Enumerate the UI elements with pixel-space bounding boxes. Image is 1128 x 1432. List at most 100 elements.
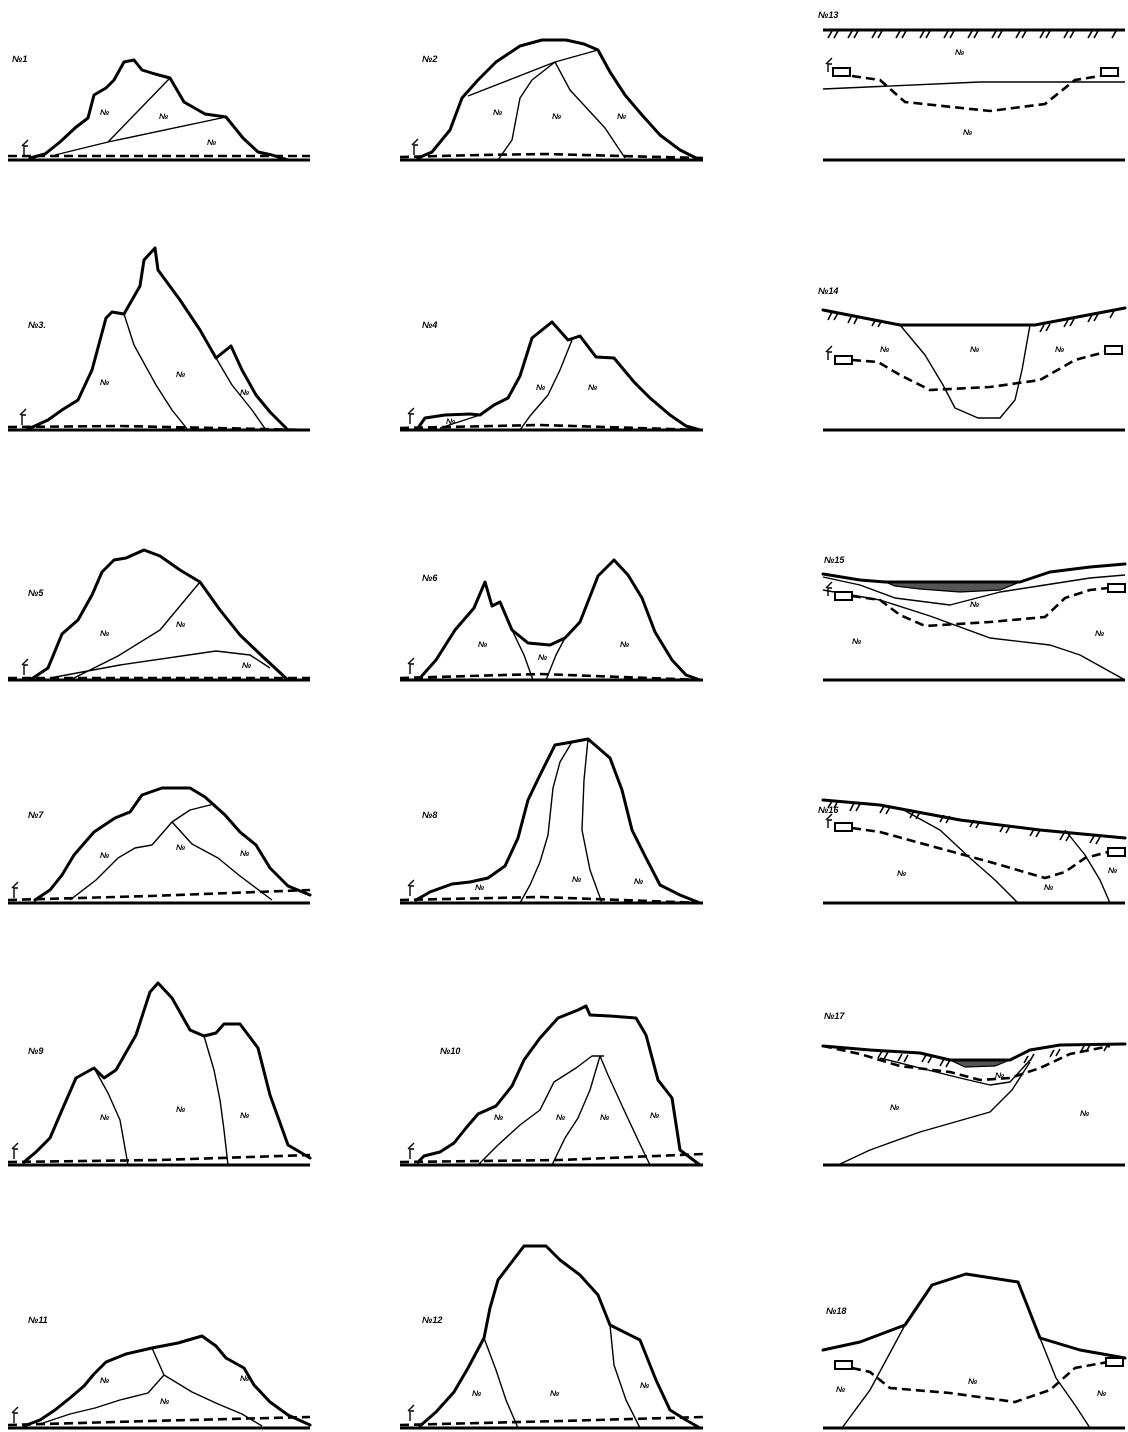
terrain-profile xyxy=(33,786,312,902)
layer-label: № xyxy=(572,875,582,884)
layer-label: № xyxy=(160,1397,170,1406)
layer-label: № xyxy=(446,417,456,426)
section-title: №7 xyxy=(28,810,44,820)
well-icon xyxy=(834,591,853,601)
layer-label: № xyxy=(963,128,973,137)
layer-boundary xyxy=(841,1324,906,1429)
ground-surface xyxy=(821,798,1127,840)
layer-boundary xyxy=(215,357,267,431)
section-1: №1 № № № xyxy=(8,54,310,162)
layer-label: № xyxy=(538,653,548,662)
section-title: №3. xyxy=(28,320,46,330)
section-title: №6 xyxy=(422,573,438,583)
layer-boundary xyxy=(203,1035,229,1166)
layer-boundary xyxy=(899,807,1019,904)
benchmark-icon xyxy=(11,881,19,898)
layer-boundary xyxy=(545,637,566,681)
benchmark-icon xyxy=(21,139,29,156)
benchmark-icon xyxy=(407,407,415,424)
layer-label: № xyxy=(634,877,644,886)
layer-label: № xyxy=(1095,629,1105,638)
well-icon xyxy=(834,822,853,832)
benchmark-icon xyxy=(11,1142,19,1159)
benchmark-icon xyxy=(11,1406,19,1423)
water-table xyxy=(399,895,704,905)
water-table xyxy=(399,423,704,432)
well-icon xyxy=(1107,583,1126,593)
benchmark-icon xyxy=(19,408,27,425)
layer-boundary xyxy=(837,1061,1031,1166)
section-5: №5 № № № xyxy=(8,548,310,682)
layer-label: № xyxy=(852,637,862,646)
section-8: №8 № № № xyxy=(399,737,704,905)
section-title: №4 xyxy=(422,320,437,330)
layer-label: № xyxy=(159,112,169,121)
layer-label: № xyxy=(207,138,217,147)
well-icon xyxy=(834,1360,853,1370)
layer-label: № xyxy=(240,1374,250,1383)
well-icon xyxy=(1104,345,1123,355)
section-2: №2 № № № xyxy=(399,38,704,162)
layer-boundary xyxy=(899,324,1031,419)
water-table xyxy=(7,1153,311,1164)
section-7: №7 № № № xyxy=(7,786,312,905)
ground-hatching xyxy=(827,800,1101,845)
layer-label: № xyxy=(176,1105,186,1114)
layer-label: № xyxy=(176,370,186,379)
layer-label: № xyxy=(536,383,546,392)
layer-label: № xyxy=(475,883,485,892)
layer-label: № xyxy=(1044,883,1054,892)
benchmark-icon xyxy=(407,1404,415,1421)
section-title: №5 xyxy=(28,588,44,598)
section-15: №15 № № № xyxy=(821,555,1127,682)
layer-label: № xyxy=(1055,345,1065,354)
section-14: №14 № № № xyxy=(818,286,1127,432)
layer-boundary xyxy=(822,574,1126,606)
layer-boundary xyxy=(609,1324,641,1429)
water-table xyxy=(851,350,1106,392)
terrain-profile xyxy=(418,1244,702,1430)
layer-label: № xyxy=(100,1376,110,1385)
section-title: №13 xyxy=(818,10,838,20)
terrain-profile xyxy=(418,558,702,682)
layer-label: № xyxy=(176,620,186,629)
water-table xyxy=(7,424,311,432)
well-icon xyxy=(832,67,851,77)
layer-label: № xyxy=(650,1111,660,1120)
layer-label: № xyxy=(968,1377,978,1386)
terrain-profile xyxy=(24,246,290,432)
section-title: №16 xyxy=(818,805,839,815)
layer-label: № xyxy=(897,869,907,878)
terrain-profile xyxy=(416,1004,702,1167)
section-12: №12 № № № xyxy=(399,1244,704,1430)
layer-boundary xyxy=(519,741,573,904)
ground-surface xyxy=(821,562,1127,584)
benchmark-icon xyxy=(825,581,833,596)
terrain-profile xyxy=(414,737,702,905)
layer-label: № xyxy=(472,1389,482,1398)
layer-boundary xyxy=(581,738,603,904)
layer-label: № xyxy=(100,1113,110,1122)
section-title: №14 xyxy=(818,286,838,296)
well-icon xyxy=(1105,1357,1124,1367)
layer-label: № xyxy=(100,378,110,387)
section-title: №17 xyxy=(824,1011,845,1021)
layer-label: № xyxy=(240,1111,250,1120)
section-title: №1 xyxy=(12,54,27,64)
benchmark-icon xyxy=(825,57,833,72)
section-title: №18 xyxy=(826,1306,846,1316)
water-table xyxy=(851,1360,1109,1404)
section-9: №9 № № № xyxy=(7,981,312,1167)
well-icon xyxy=(834,355,853,365)
terrain-profile xyxy=(22,981,312,1164)
section-17: №17 № № № xyxy=(821,1011,1127,1167)
terrain-profile xyxy=(28,548,290,682)
benchmark-icon xyxy=(21,658,29,675)
layer-boundary xyxy=(39,1347,165,1425)
layer-label: № xyxy=(995,1071,1005,1080)
ground-hatching xyxy=(877,1043,1109,1068)
well-icon xyxy=(1100,67,1119,77)
layer-label: № xyxy=(640,1381,650,1390)
layer-boundary xyxy=(519,339,573,431)
layer-label: № xyxy=(240,388,250,397)
